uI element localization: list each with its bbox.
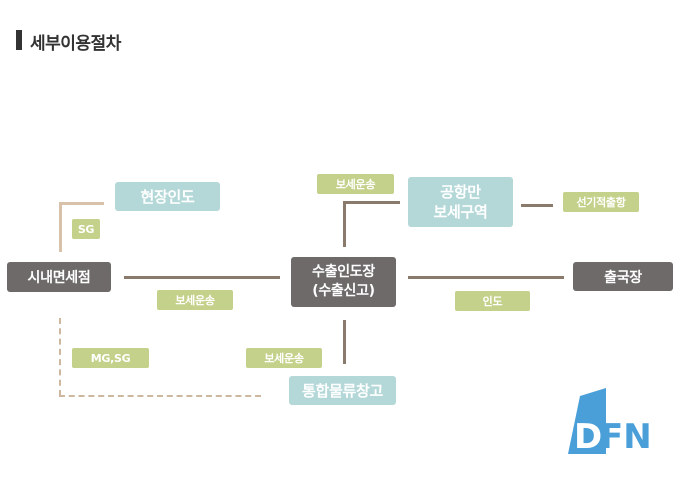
tag-delivery: 인도 — [455, 291, 530, 311]
node-export-delivery: 수출인도장 (수출신고) — [291, 257, 396, 307]
connector-on-site-left — [59, 202, 104, 205]
tag-bonded-transport-bottom: 보세운송 — [246, 348, 322, 368]
connector-shop-up — [59, 202, 62, 252]
tag-bonded-transport-top: 보세운송 — [317, 174, 394, 194]
node-departure-hall: 출국장 — [573, 262, 673, 291]
tag-shipping: 선기적출항 — [563, 192, 639, 212]
node-airport-bonded-area: 공항만 보세구역 — [408, 177, 513, 227]
connector-export-to-departure — [408, 276, 564, 279]
connector-bonded-area-left — [343, 201, 400, 204]
connector-bonded-area-right — [521, 204, 553, 207]
connector-warehouse-dashed — [59, 395, 261, 397]
tag-bonded-transport-main: 보세운송 — [157, 290, 233, 310]
tag-mg-sg: MG,SG — [72, 348, 149, 368]
node-on-site-delivery: 현장인도 — [115, 182, 220, 211]
connector-export-down — [343, 320, 346, 364]
tag-sg: SG — [72, 219, 100, 239]
connector-shop-to-export — [124, 276, 280, 279]
node-integrated-warehouse: 통합물류창고 — [289, 376, 396, 405]
title-marker — [16, 30, 22, 50]
connector-shop-down-dashed — [59, 318, 61, 396]
node-duty-free-shop: 시내면세점 — [7, 262, 111, 292]
connector-export-up — [343, 201, 346, 247]
page-title: 세부이용절차 — [30, 34, 121, 54]
svg-text:D: D — [574, 417, 602, 456]
svg-text:FN: FN — [600, 417, 652, 456]
dfn-logo-icon: D FN — [566, 386, 666, 457]
